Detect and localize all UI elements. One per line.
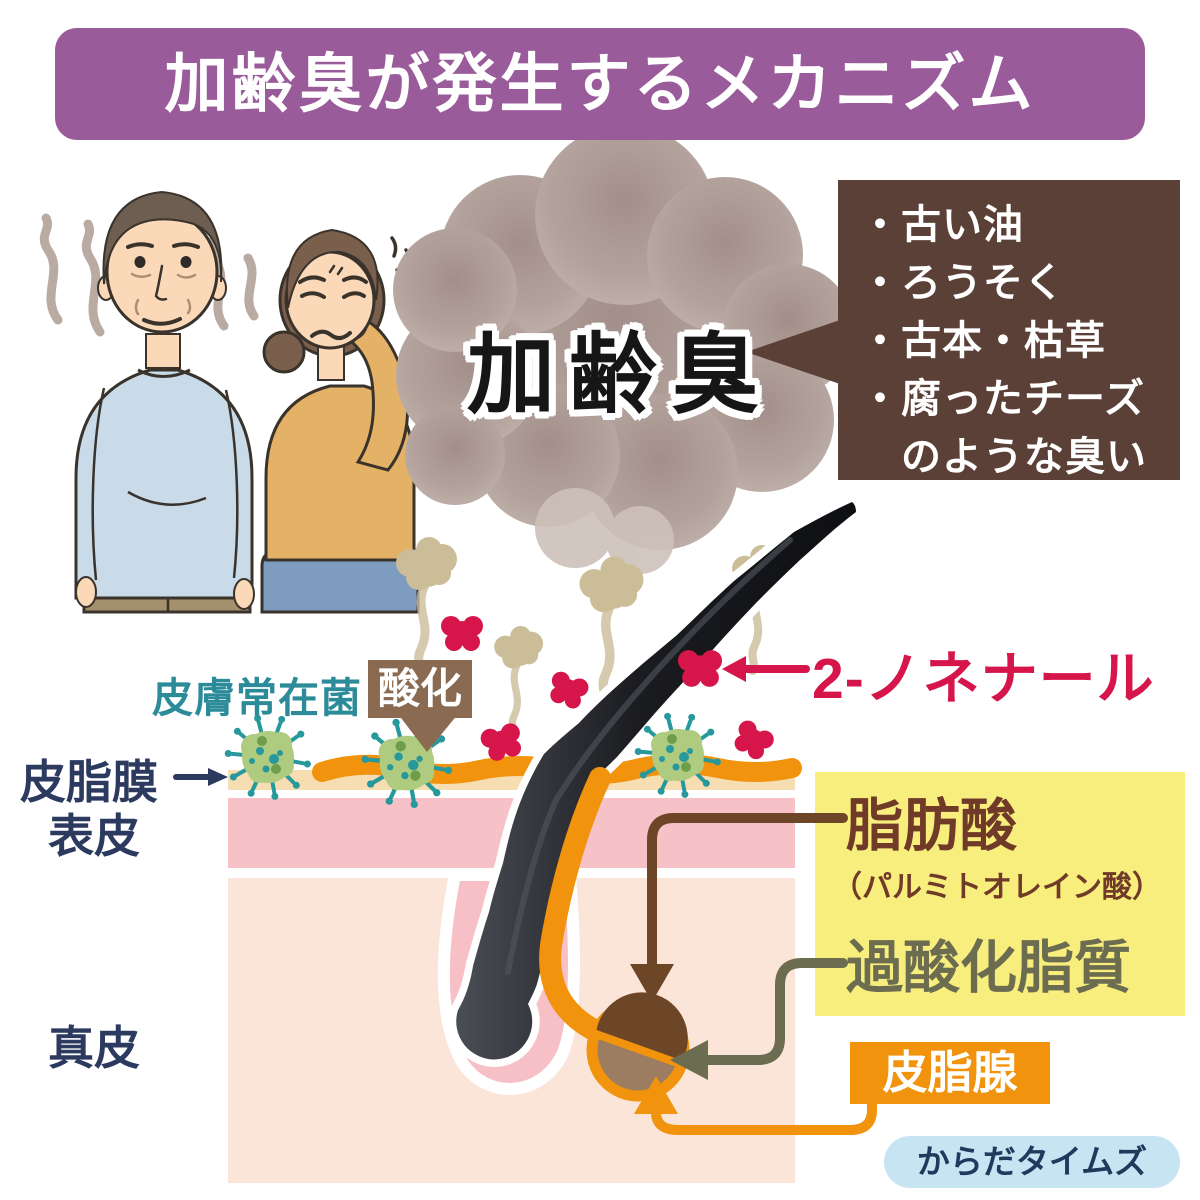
- odor-cloud-label: 加齢臭: [466, 325, 773, 424]
- nonenal-arrow: [722, 656, 810, 682]
- odor-item: ・ろうそく: [860, 261, 1065, 305]
- header-banner: [55, 28, 1145, 140]
- woman-figure: [260, 228, 420, 614]
- credit-badge: からだタイムズ: [916, 1143, 1148, 1180]
- sebum-film-label: 皮脂膜: [20, 756, 158, 808]
- highlight-yellow-box: [815, 772, 1185, 1016]
- odor-description-list: ・古い油 ・ろうそく ・古本・枯草 ・腐ったチーズ のような臭い: [860, 196, 1170, 486]
- odor-item: ・古本・枯草: [860, 319, 1106, 363]
- odor-description-box: [746, 180, 1180, 480]
- credit-pill: [884, 1136, 1180, 1188]
- couple-illustration: [39, 190, 420, 614]
- peroxide-arrow: [670, 958, 848, 1080]
- lipid-peroxide-label: 過酸化脂質: [846, 936, 1131, 1000]
- callout-boxes: [55, 28, 1185, 1188]
- odor-item: ・古い油: [860, 203, 1024, 247]
- odor-item: のような臭い: [860, 435, 1147, 479]
- man-figure: [74, 190, 255, 614]
- odor-item: ・腐ったチーズ: [860, 377, 1145, 421]
- sebaceous-gland-label: 皮脂腺: [882, 1047, 1018, 1098]
- sebum-film-arrow: [173, 768, 228, 786]
- skin-bacteria-label: 皮膚常在菌: [152, 675, 362, 721]
- sebaceous-gland: [539, 767, 690, 1102]
- dermis-label: 真皮: [48, 1022, 140, 1074]
- fatty-acid-label: 脂肪酸: [846, 794, 1017, 858]
- oxidation-label: 酸化: [377, 665, 462, 712]
- sebaceous-gland-tag: [850, 1042, 1050, 1104]
- gland-arrow: [634, 1076, 877, 1135]
- epidermis-label: 表皮: [48, 810, 140, 862]
- page-title: 加齢臭が発生するメカニズム: [164, 48, 1036, 120]
- fatty-acid-sub-label: （パルミトオレイン酸）: [832, 871, 1162, 904]
- nonenal-label: 2-ノネナール: [812, 647, 1155, 711]
- fatty-acid-arrow: [630, 813, 848, 1002]
- skin-cross-section: [222, 493, 864, 1183]
- connector-arrows: [173, 656, 877, 1135]
- odor-cloud: [393, 125, 854, 574]
- oxidation-tag: [368, 660, 472, 752]
